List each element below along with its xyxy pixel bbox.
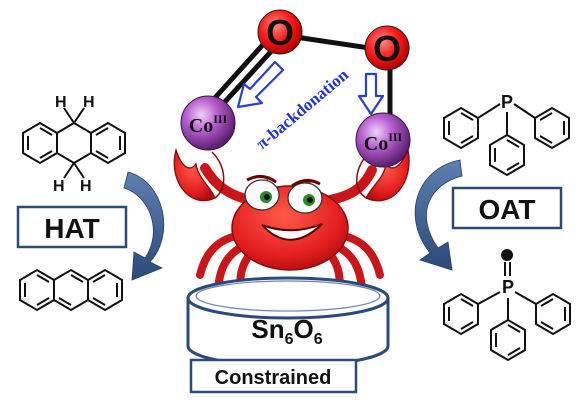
oxygen-atom-2: [364, 25, 410, 71]
hat-label: HAT: [44, 213, 99, 244]
oxygen-label-2: O: [373, 28, 401, 69]
svg-text:H: H: [53, 178, 65, 195]
phosphine-p-label: P: [501, 92, 513, 112]
o-co-left-bond-2: [210, 36, 271, 103]
crab-right-arm: [325, 165, 377, 205]
oxygen-label-1: O: [266, 12, 294, 53]
phosphine-oxide-p-label: P: [502, 277, 514, 297]
dihydroanthracene-h-labels: H H H H: [53, 94, 95, 195]
anthracene-structure: [19, 268, 123, 312]
crab-left-claw: [173, 147, 225, 201]
cobalt-atoms: CoIII CoIII: [180, 95, 411, 168]
crab-left-arm: [200, 163, 255, 205]
o-co-left-bond: [219, 42, 280, 108]
triphenylphosphine-structure: [443, 103, 570, 177]
dihydroanthracene-structure: [22, 107, 126, 179]
hat-box: [16, 205, 128, 249]
backdonation-arrows: [236, 60, 385, 116]
cobalt-atom-right: [355, 112, 411, 168]
cobalt-atom-left: [180, 95, 236, 151]
sn6o6-label: Sn6O6: [251, 314, 322, 348]
svg-text:H: H: [80, 178, 92, 195]
oat-box: [451, 186, 563, 230]
oxygen-atom-1: [257, 9, 303, 55]
oat-label: OAT: [478, 194, 535, 225]
hat-curved-arrow: [123, 171, 165, 281]
constrained-label: Constrained: [215, 367, 332, 389]
sn6o6-cylinder: Sn6O6: [186, 276, 390, 368]
oxygen-atoms: O O: [257, 9, 410, 71]
crab-mouth: [261, 223, 323, 241]
oat-curved-arrow: [414, 159, 463, 271]
cobalt-label-left: CoIII: [189, 112, 228, 137]
cobalt-label-right: CoIII: [364, 130, 403, 155]
constrained-box: [189, 358, 358, 394]
crab-mascot: [173, 147, 410, 296]
svg-text:H: H: [55, 94, 67, 111]
right-hollow-arrow: [357, 72, 385, 116]
oxide-oxygen-dot: [501, 249, 513, 261]
left-hollow-arrow: [236, 60, 285, 109]
triphenylphosphine-oxide-structure: [443, 262, 571, 362]
svg-text:H: H: [83, 94, 95, 111]
